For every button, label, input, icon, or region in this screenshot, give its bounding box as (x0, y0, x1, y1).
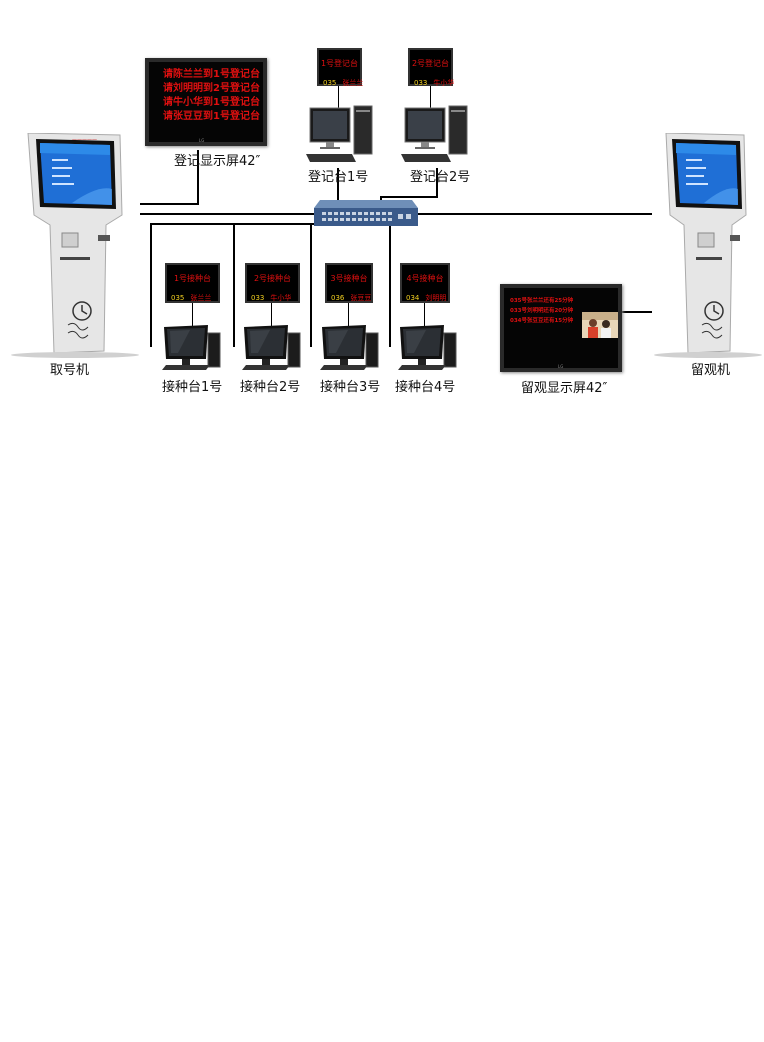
led-number: 034 (406, 294, 420, 302)
vaccination-desk-4-label: 接种台4号 (395, 380, 456, 395)
led-name: 张兰兰 (190, 294, 212, 302)
photo-image (582, 312, 618, 338)
led-number: 036 (331, 294, 345, 302)
computer-icon (306, 105, 373, 162)
wire-vac2 (233, 223, 235, 347)
wire-kiosk-top (140, 203, 198, 205)
registration-desk-2-label: 登记台2号 (410, 170, 471, 185)
registration-screen-line: 请陈兰兰到1号登记台 (163, 69, 260, 80)
wire-desk2-up (436, 168, 438, 198)
wire-regscreen-drop (197, 150, 199, 205)
vaccination-desk-4-led: 4号接种台 034 刘明明 (400, 263, 450, 303)
ticket-kiosk-label: 取号机 (50, 363, 90, 378)
led-number: 035 (171, 294, 185, 302)
computer-icon (162, 325, 221, 370)
led-name: 刘明明 (425, 294, 447, 302)
led-title: 2号接种台 (253, 274, 292, 283)
vaccination-desk-2-led: 2号接种台 033 牛小华 (245, 263, 300, 303)
led-number: 033 (414, 79, 428, 87)
wire-obs (622, 311, 652, 313)
lg-logo: LG (558, 364, 564, 369)
computer-icon (398, 325, 457, 370)
led-title: 3号接种台 (330, 274, 368, 283)
led-pole (430, 86, 431, 108)
led-name: 张兰兰 (342, 79, 364, 87)
wire-lower-bus (150, 223, 390, 225)
wire-desk2-h (380, 196, 437, 198)
kiosk-icon (11, 133, 139, 358)
registration-display-screen: 请陈兰兰到1号登记台 请刘明明到2号登记台 请牛小华到1号登记台 请张豆豆到1号… (145, 58, 267, 146)
wire-vac4 (389, 223, 391, 347)
vaccination-desk-3-led: 3号接种台 036 张豆豆 (325, 263, 373, 303)
wire-desk1-drop (337, 168, 339, 212)
vaccination-desk-3-label: 接种台3号 (320, 380, 381, 395)
vaccination-desk-1-led: 1号接种台 035 张兰兰 (165, 263, 220, 303)
observation-kiosk (652, 133, 764, 358)
kiosk-icon (654, 133, 762, 358)
led-name: 牛小华 (433, 79, 455, 87)
vaccination-desk-1-label: 接种台1号 (162, 380, 223, 395)
observation-screen-line: 033号刘明明还有20分钟 (510, 308, 574, 314)
led-pole (424, 303, 425, 327)
vaccination-desk-2-label: 接种台2号 (240, 380, 301, 395)
led-number: 033 (251, 294, 265, 302)
observation-screen-line: 034号张豆豆还有15分钟 (510, 318, 574, 324)
network-switch-icon (314, 200, 418, 226)
observation-display-screen: 035号张兰兰还有25分钟 033号刘明明还有20分钟 034号张豆豆还有15分… (500, 284, 622, 372)
registration-desk-1-label: 登记台1号 (308, 170, 369, 185)
lg-logo: LG (199, 138, 205, 143)
led-pole (271, 303, 272, 327)
registration-screen-line: 请张豆豆到1号登记台 (163, 111, 260, 122)
registration-desk-2-led: 2号登记台 033 牛小华 (408, 48, 455, 87)
observation-screen-line: 035号张兰兰还有25分钟 (510, 298, 574, 304)
registration-desk-1-led: 1号登记台 035 张兰兰 (317, 48, 364, 87)
led-pole (192, 303, 193, 327)
led-pole (338, 86, 339, 108)
registration-screen-line: 请刘明明到2号登记台 (163, 83, 260, 94)
led-title: 4号接种台 (406, 274, 444, 283)
observation-kiosk-label: 留观机 (691, 363, 731, 378)
led-name: 牛小华 (270, 294, 292, 302)
ticket-kiosk: ————— (10, 133, 140, 358)
registration-screen-label: 登记显示屏42″ (174, 154, 261, 169)
led-number: 035 (323, 79, 337, 87)
computer-icon (320, 325, 379, 370)
wire-vac3 (310, 223, 312, 347)
led-title: 1号登记台 (320, 59, 359, 68)
computer-icon (401, 105, 468, 162)
observation-screen-label: 留观显示屏42″ (521, 381, 608, 396)
led-title: 1号接种台 (173, 274, 212, 283)
computer-icon (242, 325, 301, 370)
led-name: 张豆豆 (350, 294, 372, 302)
wire-vac1 (150, 223, 152, 347)
registration-screen-line: 请牛小华到1号登记台 (163, 97, 260, 108)
led-pole (348, 303, 349, 327)
led-title: 2号登记台 (411, 59, 450, 68)
